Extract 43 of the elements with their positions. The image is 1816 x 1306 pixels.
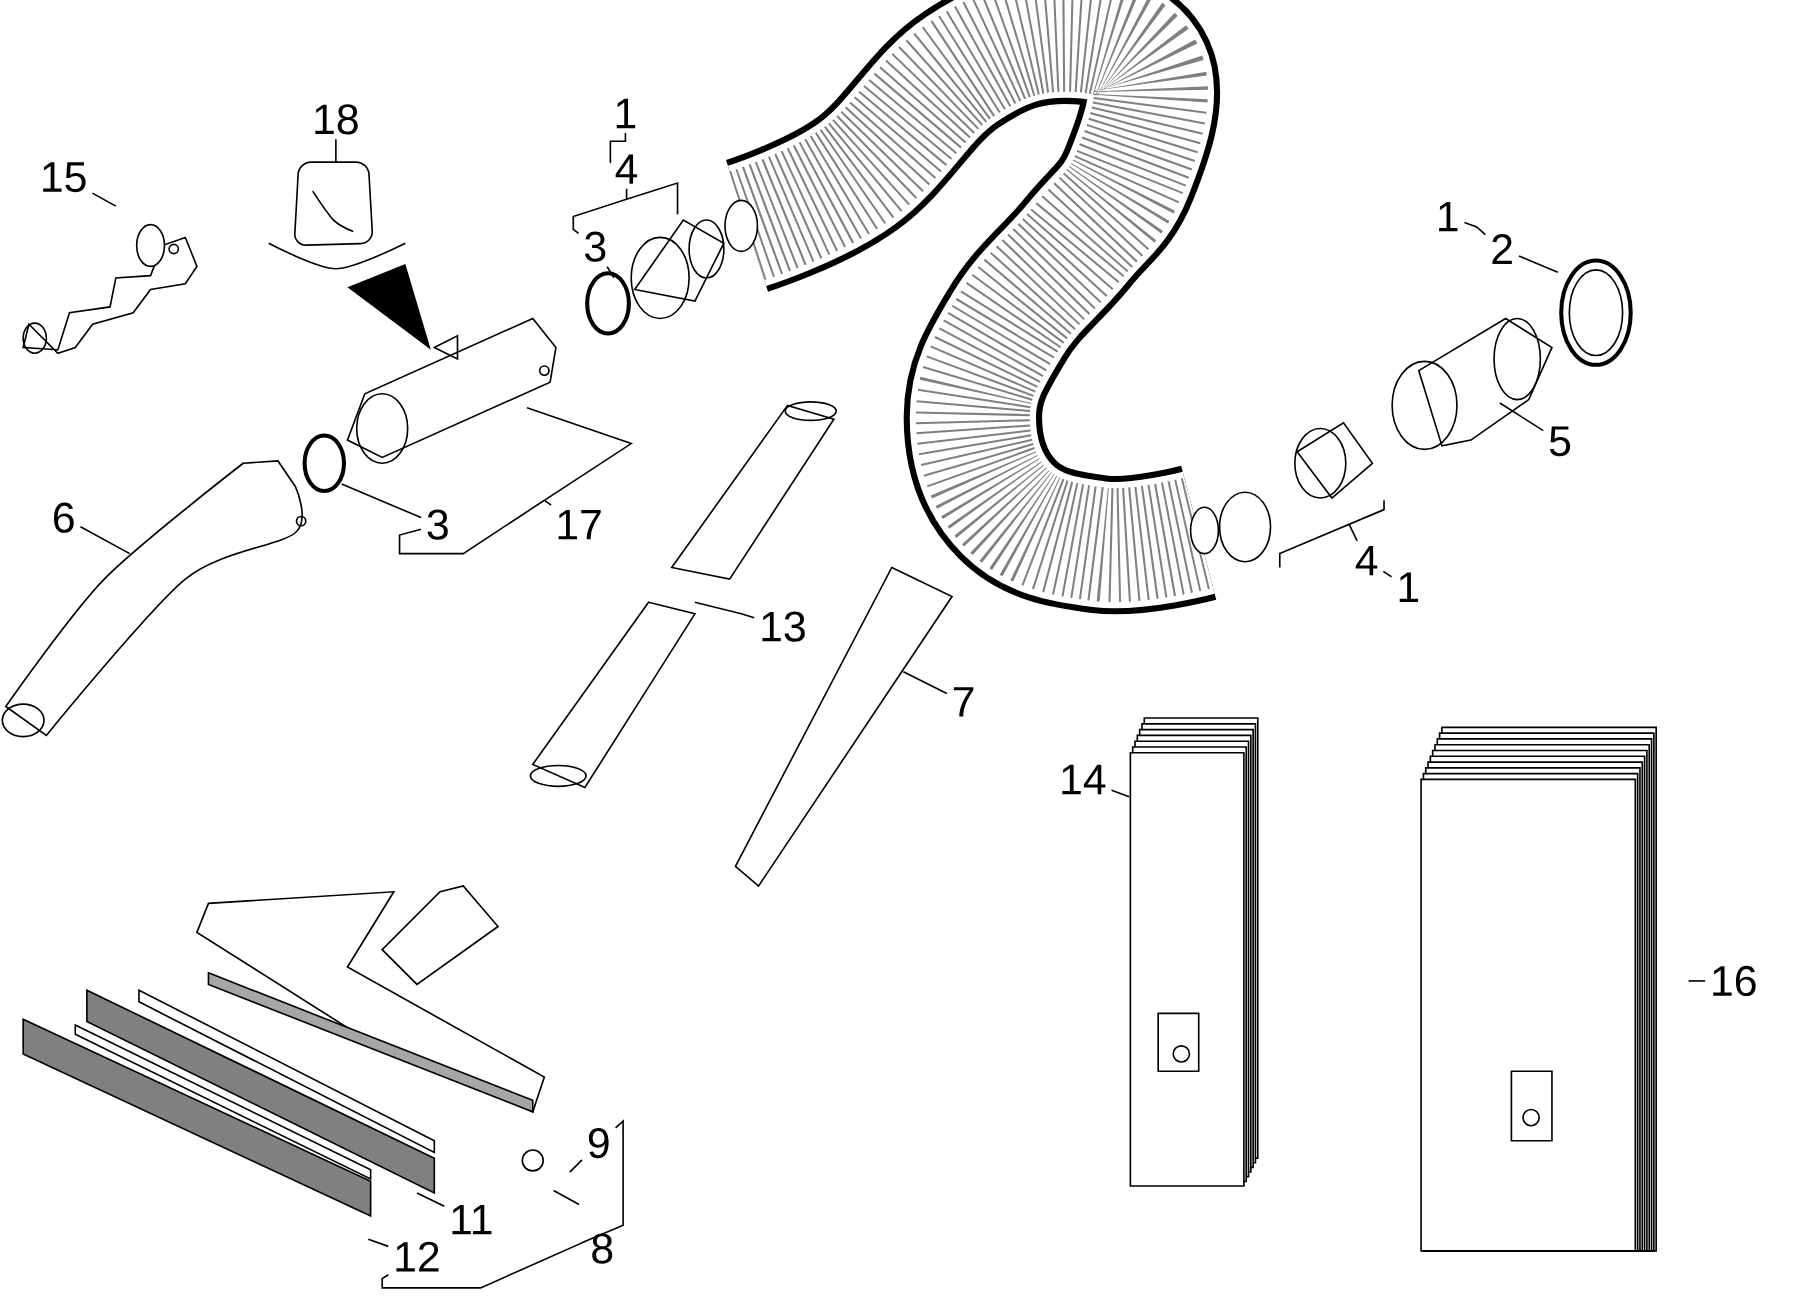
- leader-line: [582, 1119, 624, 1243]
- leader-line: [569, 1158, 583, 1173]
- leader-line: [902, 670, 948, 695]
- leader-line: [1518, 255, 1559, 273]
- callout-number: 3: [585, 231, 606, 262]
- callout-number: 7: [953, 687, 974, 717]
- callout-number: 16: [1713, 965, 1756, 996]
- leader-line: [572, 181, 679, 235]
- callout-number: 17: [558, 509, 601, 540]
- leader-line: [381, 1240, 587, 1289]
- callout-number: 13: [762, 611, 805, 642]
- callout-number: 2: [1492, 233, 1512, 264]
- leader-line: [694, 601, 756, 619]
- leader-line: [1463, 221, 1487, 236]
- leader-line: [606, 265, 615, 279]
- leader-line: [1382, 570, 1393, 578]
- callout-number: 11: [452, 1204, 492, 1235]
- callout-number: 6: [54, 502, 74, 533]
- callout-number: 8: [592, 1233, 613, 1264]
- leader-line: [416, 1191, 446, 1207]
- callout-number: 15: [43, 162, 86, 192]
- callout-number: 5: [1549, 426, 1571, 456]
- callout-number: 4: [1355, 545, 1378, 576]
- leader-line: [1687, 979, 1706, 982]
- leader-line: [367, 1238, 390, 1247]
- callout-number: 12: [396, 1241, 439, 1272]
- leader-line: [609, 132, 627, 164]
- leader-line: [335, 138, 337, 163]
- callout-number: 18: [315, 104, 358, 135]
- callout-number: 14: [1062, 764, 1106, 794]
- leader-line: [79, 525, 131, 555]
- callout-number: 3: [427, 509, 448, 540]
- callout-number: 9: [588, 1127, 609, 1159]
- leader-line: [340, 483, 422, 519]
- leader-line: [1110, 789, 1131, 798]
- callout-number: 1: [1399, 572, 1419, 602]
- leader-line: [398, 406, 634, 555]
- callout-number: 1: [1439, 201, 1458, 232]
- leader-line: [1278, 499, 1385, 569]
- leader-line: [91, 192, 117, 207]
- callout-number: 4: [615, 154, 638, 184]
- callout-number: 1: [616, 98, 636, 128]
- leader-line: [1499, 402, 1545, 432]
